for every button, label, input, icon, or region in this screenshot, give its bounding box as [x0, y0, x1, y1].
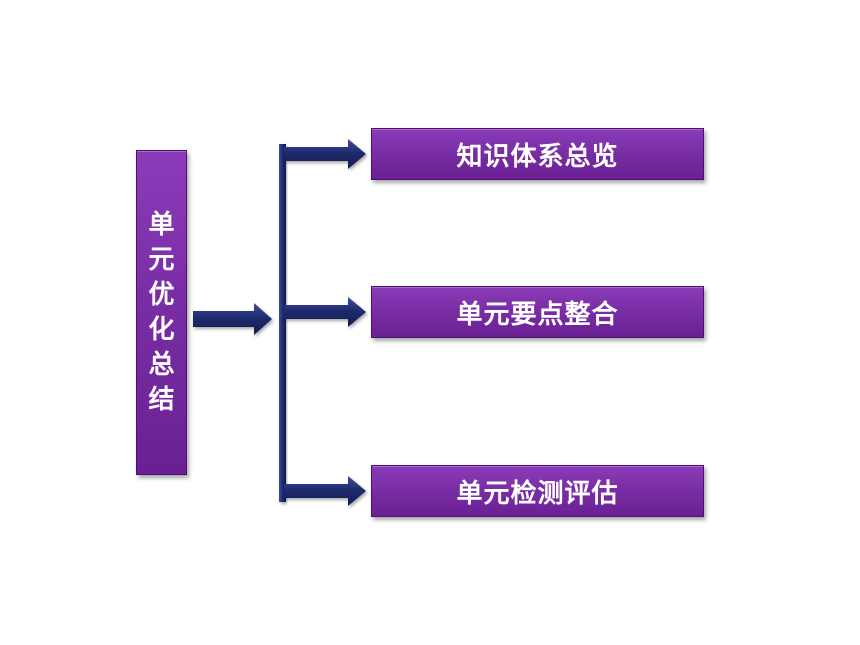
main-topic-char: 优	[148, 279, 175, 310]
main-topic-label: 单 元 优 化 总 结	[148, 208, 174, 418]
vertical-connector-bar	[279, 144, 286, 502]
main-topic-char: 总	[148, 349, 175, 380]
item-box-knowledge-overview[interactable]: 知识体系总览	[371, 128, 704, 180]
item-label: 单元要点整合	[456, 299, 619, 330]
item-box-key-points[interactable]: 单元要点整合	[371, 286, 704, 338]
branch-arrow-1	[284, 139, 366, 169]
main-arrow	[193, 303, 272, 335]
item-label: 单元检测评估	[456, 478, 619, 509]
main-topic-char: 元	[148, 244, 175, 275]
main-topic-char: 化	[148, 314, 175, 345]
item-label: 知识体系总览	[456, 141, 619, 172]
main-topic-char: 结	[148, 384, 175, 415]
main-topic-char: 单	[148, 209, 175, 240]
branch-arrow-2	[284, 297, 366, 327]
main-topic-box: 单 元 优 化 总 结	[136, 150, 187, 475]
item-box-assessment[interactable]: 单元检测评估	[371, 465, 704, 517]
branch-arrow-3	[284, 476, 366, 506]
